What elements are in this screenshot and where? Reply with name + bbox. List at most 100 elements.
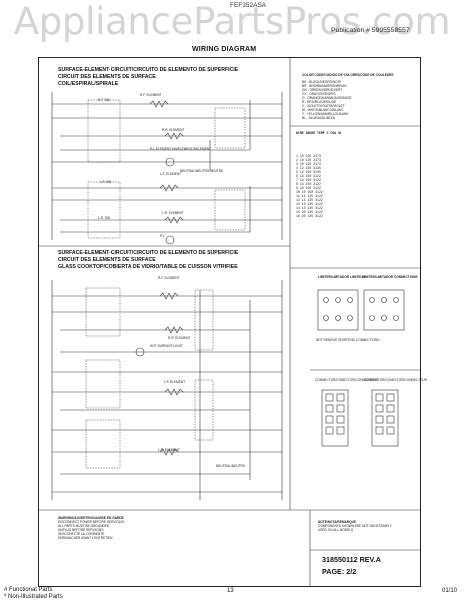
label-bottom-neutral: NEUTRAL/NEUTRO bbox=[216, 464, 246, 468]
wire-table-row: 2 10 125 3173 bbox=[296, 158, 321, 162]
footer-functional-parts: # Functional Parts bbox=[4, 587, 53, 593]
wire-table-row: 14 10 125 3122 bbox=[296, 206, 323, 210]
bottom-limiter-box-1 bbox=[194, 289, 214, 351]
connector-pins bbox=[325, 393, 395, 435]
color-key-list: BK - BLACK/NEGRO/NOIR BR - BROWN/MARRON/… bbox=[302, 80, 352, 120]
lf-element-coil bbox=[159, 184, 179, 192]
warning-block-left: WARNING/ADVERTENCIA/MISE EN GARDE DISCON… bbox=[58, 516, 124, 540]
label-pl: P.L. bbox=[160, 234, 166, 238]
bottom-section-title-2: CIRCUIT DES ELEMENTS DE SURFACE bbox=[58, 257, 156, 263]
label-lf-element: L.F. ELEMENT bbox=[160, 172, 182, 176]
label-pl-element-on: P.L. ELEMENT ON/ELEMENTO/ELEMENT bbox=[150, 147, 212, 151]
limiter-title: LIMITER/LIMITADOR LIMITEUR bbox=[318, 275, 366, 279]
lr-switch-box bbox=[214, 189, 246, 231]
color-key-item: V - VIOLET/VIOLETA/VIOLET bbox=[302, 104, 345, 108]
bottom-rf-element-coil bbox=[159, 292, 179, 300]
label-neutral-top: NEUTRAL/NEUTRO/NEUTRE bbox=[180, 169, 224, 173]
connector-label-left: CONNECTOR/CONECTOR/CONNECTEUR bbox=[315, 378, 378, 382]
footer-date: 01/10 bbox=[442, 588, 458, 594]
footer-page-number: 13 bbox=[227, 588, 234, 594]
bottom-rf-switch-box bbox=[85, 287, 121, 337]
wire-table-row: 1 10 125 3173 bbox=[296, 154, 321, 158]
connector-grid-left bbox=[321, 389, 349, 447]
limiter-diagram-1 bbox=[317, 289, 359, 331]
bottom-lf-element-coil bbox=[164, 388, 184, 396]
connector-grid-right bbox=[371, 389, 399, 447]
wire-table-row: 10 10 150 3122 bbox=[296, 190, 323, 194]
wire-table-row: 9 10 150 3122 bbox=[296, 186, 321, 190]
label-bottom-lr-element: L.R. ELEMENT bbox=[158, 448, 180, 452]
wire-table-row: 15 20 125 3122 bbox=[296, 210, 323, 214]
warning-line: DESCONECTE LA CORRIENTE bbox=[58, 532, 105, 536]
wire-table-row: 13 10 125 3122 bbox=[296, 202, 323, 206]
color-key-item: Y - YELLOW/AMARILLO/JAUNE bbox=[302, 112, 349, 116]
top-section-title-2: CIRCUIT DES ELEMENTS DE SURFACE bbox=[58, 74, 156, 80]
connector-label-right: CONNECTOR/CONECTOR/CONNECTEUR bbox=[364, 378, 427, 382]
color-key-title: COLOR CODE/CODIGO DE COLORES/CODE DE COU… bbox=[302, 73, 394, 77]
top-section-title-3: COIL/ESPIRAL/SPIRALE bbox=[58, 81, 119, 87]
wire-table: 1 10 125 3173 2 10 125 3173 3 10 125 317… bbox=[296, 154, 323, 218]
color-key-item: R - RED/ROJO/ROUGE bbox=[302, 100, 337, 104]
limiter-note: NOT REMOVE SHORTING CONNECTIONS bbox=[316, 338, 380, 342]
label-bottom-rf-element: R.F. ELEMENT bbox=[158, 276, 180, 280]
color-key-item: W - WHITE/BLANCO/BLANC bbox=[302, 108, 344, 112]
footer-non-illustrated-parts: * Non-Illustrated Parts bbox=[4, 593, 63, 600]
color-key-item: O - ORANGE/NARANJA/ORANGE bbox=[302, 96, 352, 100]
publication-number: Publication # 5995558557 bbox=[331, 27, 410, 34]
lf-switch-box bbox=[87, 181, 121, 239]
color-key-item: GN - GREEN/VERDE/VERT bbox=[302, 88, 343, 92]
rr-element-coil bbox=[164, 132, 184, 140]
bottom-lr-switch-box bbox=[85, 419, 121, 469]
label-bottom-lf-element: L.F. ELEMENT bbox=[164, 380, 186, 384]
color-key-item: BL - BLUE/AZUL/BLEU bbox=[302, 116, 336, 120]
label-lr-element: L.R. ELEMENT bbox=[162, 211, 184, 215]
note-line: USED ON ALL MODELS bbox=[318, 528, 354, 532]
diagram-frame bbox=[38, 57, 421, 587]
bottom-lf-switch-box bbox=[85, 359, 121, 409]
diagram-page-number: PAGE: 2/2 bbox=[322, 567, 357, 576]
wire-table-row: 16 20 125 3122 bbox=[296, 214, 323, 218]
rf-switch-box bbox=[87, 99, 121, 163]
page-title: WIRING DIAGRAM bbox=[192, 46, 257, 53]
bottom-limiter-box-2 bbox=[194, 379, 214, 441]
bottom-lr-element-coil bbox=[159, 448, 179, 456]
warning-line: UNPLUG BEFORE SERVICING bbox=[58, 528, 104, 532]
warning-line: DEBRANCHER AVANT L'ENTRETIEN bbox=[58, 536, 113, 540]
wire-table-header: WIRE GAUGE TEMP C CSA UL bbox=[296, 131, 342, 135]
footer-legend: # Functional Parts * Non-Illustrated Par… bbox=[4, 587, 63, 600]
limiter-diagram-2 bbox=[363, 289, 405, 331]
lr-element-coil bbox=[164, 216, 184, 224]
watermark-logo: AppliancePartsPros.com bbox=[13, 0, 451, 43]
label-lr-switch: L.R. SW. bbox=[98, 216, 111, 220]
top-section-title-1: SURFACE-ELEMENT-CIRCUIT/CIRCUITO DE ELEM… bbox=[58, 67, 239, 73]
revision-number: 318550112 REV.A bbox=[322, 555, 381, 564]
bottom-section-title-3: GLASS COOKTOP/COBIERTA DE VIDRIO/TABLE D… bbox=[58, 264, 238, 270]
hot-surface-light-lamp bbox=[135, 347, 145, 357]
rr-switch-box bbox=[214, 107, 246, 149]
wire-table-row: 8 14 150 3122 bbox=[296, 182, 321, 186]
limiter-subtitle: LIMITER/LIMITADOR CONNECTIONS bbox=[362, 275, 418, 279]
wire-table-row: 6 14 150 3122 bbox=[296, 174, 321, 178]
warning-line: DISCONNECT POWER BEFORE SERVICING bbox=[58, 520, 125, 524]
color-key-item: BR - BROWN/MARRON/BRUN bbox=[302, 84, 347, 88]
top-wires bbox=[52, 100, 282, 233]
label-rr-element: R.R. ELEMENT bbox=[162, 128, 185, 132]
note-block-right: NOTE/NOTA/REMARQUE COMPONENTS SHOWN ARE … bbox=[318, 520, 392, 532]
pilot-light-top-2 bbox=[165, 235, 175, 245]
label-rf-element: R.F. ELEMENT bbox=[140, 93, 162, 97]
bottom-rr-element-coil bbox=[164, 326, 184, 334]
wire-table-row: 12 14 125 3122 bbox=[296, 198, 323, 202]
warning-line: WARNING/ADVERTENCIA/MISE EN GARDE bbox=[58, 516, 124, 520]
wire-table-row: 5 12 150 3135 bbox=[296, 170, 321, 174]
note-line: COMPONENTS SHOWN ARE NOT NECESSARILY bbox=[318, 524, 392, 528]
wire-table-row: 3 10 125 3173 bbox=[296, 162, 321, 166]
limiter-terminals bbox=[323, 297, 399, 321]
bottom-section-title-1: SURFACE-ELEMENT-CIRCUIT/CIRCUITO DE ELEM… bbox=[58, 250, 239, 256]
model-number: FEF352ASA bbox=[230, 2, 267, 9]
pilot-light-top bbox=[165, 157, 175, 167]
rf-element-coil bbox=[149, 100, 169, 108]
wire-table-row: 11 14 125 3122 bbox=[296, 194, 323, 198]
wire-table-row: 7 14 150 3122 bbox=[296, 178, 321, 182]
label-hot-surface-light: HOT SURFACE LIGHT bbox=[150, 344, 183, 348]
